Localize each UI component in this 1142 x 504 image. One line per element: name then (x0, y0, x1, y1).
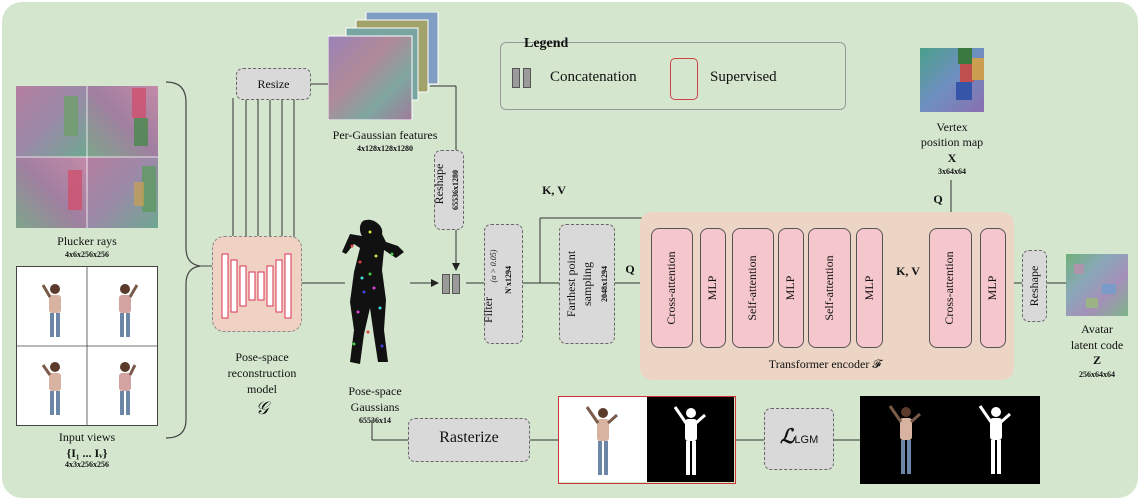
mlp-block-4 (980, 228, 1006, 348)
enc-block-label: Self-attention (822, 255, 836, 321)
vertex-position-map-image (920, 48, 984, 112)
concat-icon-2 (452, 274, 460, 294)
enc-block-label: Cross-attention (664, 251, 678, 325)
filter-dims: N'x1294 (504, 266, 513, 294)
latent-line1: Avatar (1081, 322, 1113, 336)
kv-mid-label: K, V (896, 264, 920, 278)
features-dims: 4x128x128x1280 (357, 144, 413, 153)
input-views-label: Input views (58, 430, 116, 444)
enc-block-label: Cross-attention (942, 251, 956, 325)
rasterize-box (408, 418, 530, 462)
reshape-1-dims: 65536x1280 (451, 170, 460, 210)
recon-model-line2: reconstruction (227, 366, 297, 380)
fps-dims: 2048x1294 (600, 266, 609, 302)
legend-supervised-icon (670, 58, 698, 100)
q-left-label: Q (625, 262, 635, 276)
avatar-latent-image (1066, 254, 1128, 316)
legend-title: Legend (524, 36, 569, 51)
legend-concat-icon (512, 68, 520, 88)
plucker-rays-image (16, 86, 158, 228)
q-top-label: Q (933, 192, 943, 206)
legend-supervised-label: Supervised (710, 69, 777, 85)
legend-concat-icon-2 (523, 68, 531, 88)
mlp-block-1 (700, 228, 726, 348)
enc-block-label: MLP (985, 275, 999, 301)
per-gaussian-features-image (327, 11, 440, 121)
fps-line2: sampling (580, 262, 594, 306)
cross-attention-block-2 (929, 228, 972, 348)
vertex-line1: Vertex (936, 120, 968, 134)
input-views-formula: {I₁ ... Iᵥ} (66, 446, 108, 460)
reshape-1-label: Reshape (432, 163, 446, 205)
input-views-image (16, 266, 158, 426)
recon-model-symbol: 𝒢 (255, 398, 269, 418)
rasterize-label: Rasterize (439, 429, 499, 446)
enc-block-label: Self-attention (745, 255, 759, 321)
vertex-symbol: X (947, 151, 957, 165)
vertex-dims: 3x64x64 (938, 167, 966, 176)
filter-label: Filter (481, 297, 495, 323)
latent-symbol: Z (1092, 353, 1101, 367)
features-label: Per-Gaussian features (332, 128, 438, 142)
transformer-encoder-label: Transformer encoder 𝓕 (768, 357, 882, 371)
mlp-block-2 (778, 228, 804, 348)
loss-letter: ℒ (780, 426, 795, 448)
filter-box (484, 224, 523, 344)
self-attention-block-1 (732, 228, 774, 348)
loss-symbol: ℒLGM (780, 424, 818, 449)
reshape-2-label: Reshape (1027, 265, 1041, 307)
enc-block-label: MLP (862, 275, 876, 301)
enc-block-label: MLP (783, 275, 797, 301)
reshape-box-2 (1022, 250, 1047, 322)
concat-icon (442, 274, 450, 294)
kv-top-label: K, V (542, 183, 566, 197)
input-views-dims: 4x3x256x256 (65, 460, 109, 469)
enc-block-label: MLP (705, 275, 719, 301)
recon-model-line1: Pose-space (235, 350, 289, 364)
vertex-line2: position map (920, 135, 984, 149)
resize-box (236, 68, 311, 100)
resize-label: Resize (257, 77, 290, 91)
latent-line2: latent code (1070, 338, 1124, 352)
person-figure (41, 284, 139, 415)
self-attention-block-2 (808, 228, 851, 348)
rendered-output-image (558, 396, 736, 484)
cross-attention-block-1 (651, 228, 693, 348)
plucker-rays-dims: 4x6x256x256 (65, 250, 109, 259)
loss-subscript: LGM (794, 434, 819, 446)
mlp-block-3 (856, 228, 883, 348)
fps-box (559, 224, 615, 344)
gaussians-dims: 65536x14 (359, 416, 391, 425)
gaussians-line1: Pose-space (348, 384, 402, 398)
reshape-box-1 (434, 150, 464, 230)
gaussian-silhouette (342, 219, 404, 364)
filter-cond: (α > 0.05) (489, 249, 498, 283)
latent-dims: 256x64x64 (1079, 370, 1115, 379)
fps-line1: Farthest point (564, 250, 578, 318)
legend-box (500, 42, 846, 110)
loss-box (764, 408, 834, 470)
unet-icon (221, 253, 292, 319)
plucker-rays-label: Plucker rays (57, 234, 117, 248)
recon-model-line3: model (247, 382, 277, 396)
legend-concat-label: Concatenation (550, 69, 637, 85)
gaussians-line2: Gaussians (350, 400, 400, 414)
ground-truth-image (860, 396, 1040, 484)
